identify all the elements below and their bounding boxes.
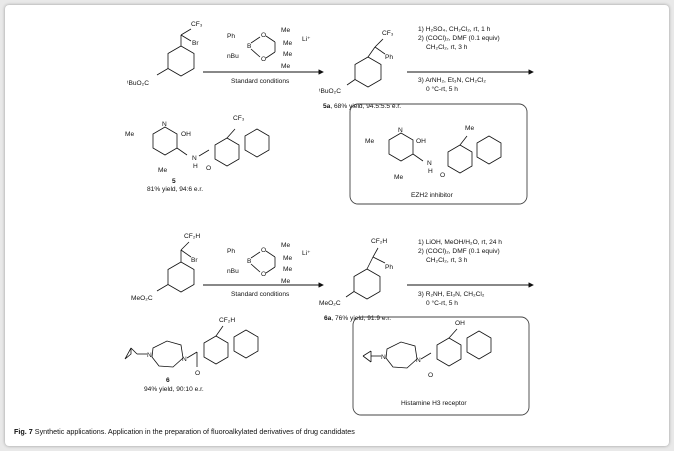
top-borate-reagent: Ph B nBu O O Me Me Me Me Li⁺ — [227, 27, 311, 70]
drug-name: Histamine H3 receptor — [401, 400, 467, 407]
cf3-label: CF₃ — [382, 30, 394, 37]
yield-text: 81% yield, 94:6 e.r. — [147, 186, 203, 193]
ester-label: ᵗBuO₂C — [319, 88, 341, 95]
figure-card: CF₃ Br ᵗBuO₂C Ph B nBu O O Me Me Me Me L… — [5, 5, 669, 446]
reaction-scheme: CF₃ Br ᵗBuO₂C Ph B nBu O O Me Me Me Me L… — [124, 21, 534, 416]
n-label: N — [147, 352, 152, 359]
yield-text: , 76% yield, 91:9 e.r. — [331, 315, 391, 322]
yield-text: , 68% yield, 94.5:5.5 e.r. — [330, 103, 401, 110]
ester-label: MeO₂C — [319, 300, 341, 307]
compound-label: 6a — [324, 315, 332, 322]
ester-label: MeO₂C — [131, 295, 153, 302]
h-label: H — [193, 163, 198, 170]
me-label: Me — [125, 131, 134, 138]
o-label: O — [428, 372, 433, 379]
n-label: N — [398, 127, 403, 134]
step-text: CH₂Cl₂, rt, 3 h — [426, 44, 468, 51]
figure-caption: Fig. 7 Synthetic applications. Applicati… — [14, 427, 664, 436]
nbu-label: nBu — [227, 268, 239, 275]
me-label: Me — [281, 63, 290, 70]
ph-label: Ph — [227, 33, 235, 40]
conditions-label: Standard conditions — [231, 78, 290, 85]
cf2h-label: CF₂H — [219, 317, 235, 324]
conditions-label: Standard conditions — [231, 291, 290, 298]
me-label: Me — [281, 242, 290, 249]
br-label: Br — [192, 40, 199, 47]
ezh2-inhibitor-structure: Me OH N Me N H O Me EZH2 inhibitor — [365, 125, 502, 199]
b-label: B — [247, 43, 252, 50]
o-label: O — [440, 172, 445, 179]
br-label: Br — [191, 257, 198, 264]
step-text: 0 °C-rt, 5 h — [426, 299, 458, 307]
step-text: 3) R₂NH, Et₃N, CH₂Cl₂ — [418, 291, 485, 298]
o-label: O — [261, 247, 266, 254]
nh-label: N — [192, 155, 197, 162]
me-label: Me — [394, 174, 403, 181]
compound-label: 5a — [323, 103, 331, 110]
step-text: 0 °C-rt, 5 h — [426, 85, 458, 93]
step-text: 1) LiOH, MeOH/H₂O, rt, 24 h — [418, 239, 502, 246]
cf2h-label: CF₂H — [184, 233, 200, 240]
oh-label: OH — [416, 138, 426, 145]
svg-text:6a, 76% yield, 91:9 e.r.: 6a, 76% yield, 91:9 e.r. — [324, 315, 391, 322]
nh-label: N — [427, 160, 432, 167]
n-label: N — [416, 357, 421, 364]
ester-label: ᵗBuO₂C — [127, 80, 149, 87]
o-label: O — [195, 370, 200, 377]
compound-5: Me OH N Me N H O CF₃ 5 81% yield, 94:6 e… — [125, 115, 270, 193]
step-text: 2) (COCl)₂, DMF (0.1 equiv) — [418, 248, 500, 255]
me-label: Me — [465, 125, 474, 132]
histamine-h3-box — [352, 316, 530, 416]
o-label: O — [261, 56, 266, 63]
ph-label: Ph — [385, 54, 393, 61]
n-label: N — [381, 354, 386, 361]
bottom-starting-material: CF₂H Br MeO₂C — [131, 233, 200, 302]
me-label: Me — [283, 255, 292, 262]
compound-label: 6 — [166, 377, 170, 384]
ezh2-inhibitor-box — [349, 103, 528, 205]
bottom-product-6a: CF₂H Ph MeO₂C 6a, 76% yield, 91:9 e.r. — [319, 238, 393, 322]
me-label: Me — [283, 51, 292, 58]
top-starting-material: CF₃ Br ᵗBuO₂C — [127, 21, 203, 87]
top-product-5a: CF₃ Ph ᵗBuO₂C 5a, 68% yield, 94.5:5.5 e.… — [319, 30, 401, 110]
me-label: Me — [281, 27, 290, 34]
figure-label: Fig. 7 — [14, 427, 33, 436]
me-label: Me — [158, 167, 167, 174]
yield-text: 94% yield, 90:10 e.r. — [144, 386, 204, 393]
o-label: O — [206, 165, 211, 172]
compound-6: N N O CF₂H 6 94% yield, 90:10 e.r. — [124, 317, 259, 393]
li-label: Li⁺ — [302, 36, 311, 43]
li-label: Li⁺ — [302, 250, 311, 257]
me-label: Me — [281, 278, 290, 285]
histamine-h3-structure: N N O OH Histamine H3 receptor — [362, 320, 492, 407]
cf3-label: CF₃ — [233, 115, 245, 122]
o-label: O — [261, 271, 266, 278]
n-label: N — [182, 356, 187, 363]
step-text: 3) ArNH₂, Et₃N, CH₂Cl₂ — [418, 77, 486, 84]
me-label: Me — [283, 40, 292, 47]
n-label: N — [162, 121, 167, 128]
bottom-borate-reagent: Ph B nBu O O Me Me Me Me Li⁺ — [227, 242, 311, 285]
o-label: O — [261, 32, 266, 39]
ph-label: Ph — [385, 264, 393, 271]
b-label: B — [247, 258, 252, 265]
cf2h-label: CF₂H — [371, 238, 387, 245]
me-label: Me — [283, 266, 292, 273]
step-text: 1) H₂SO₄, CH₂Cl₂, rt, 1 h — [418, 26, 491, 33]
drug-name: EZH2 inhibitor — [411, 192, 454, 199]
step-text: 2) (COCl)₂, DMF (0.1 equiv) — [418, 35, 500, 42]
cf3-label: CF₃ — [191, 21, 203, 28]
compound-label: 5 — [172, 178, 176, 185]
nbu-label: nBu — [227, 53, 239, 60]
svg-text:5a, 68% yield, 94.5:5.5 e.r.: 5a, 68% yield, 94.5:5.5 e.r. — [323, 103, 401, 110]
ph-label: Ph — [227, 248, 235, 255]
caption-text: Synthetic applications. Application in t… — [34, 427, 355, 436]
step-text: CH₂Cl₂, rt, 3 h — [426, 257, 468, 264]
me-label: Me — [365, 138, 374, 145]
oh-label: OH — [181, 131, 191, 138]
h-label: H — [428, 168, 433, 175]
oh-label: OH — [455, 320, 465, 327]
